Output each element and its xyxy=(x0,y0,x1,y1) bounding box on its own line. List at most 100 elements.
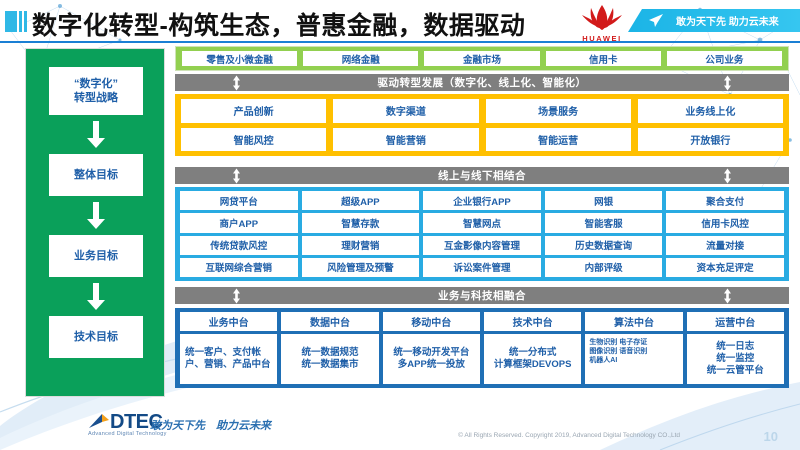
platform-column-4-body[interactable]: 生物识别 电子存证图像识别 语音识别机器人AI xyxy=(585,334,683,384)
online-offline-cell-0-3[interactable]: 网银 xyxy=(544,191,663,211)
drive-cell-0-0-label: 产品创新 xyxy=(233,107,274,119)
online-offline-layer: 网贷平台超级APP 企业银行APP 网银 聚合支付商户APP 智慧存款 智慧网点 智能客服 信… xyxy=(175,187,789,281)
paper-plane-icon xyxy=(649,14,663,27)
sidebar-item-1-label: 整体目标 xyxy=(74,169,118,181)
drive-cell-0-3-label: 业务线上化 xyxy=(685,107,736,119)
business-line-4-label: 公司业务 xyxy=(705,54,744,66)
online-offline-cell-1-1-label: 智慧存款 xyxy=(341,218,380,230)
online-offline-cell-3-1-label: 风险管理及预警 xyxy=(327,263,394,275)
platform-column-0-body[interactable]: 统一客户、支付帐户、营销、产品中台 xyxy=(180,334,278,384)
business-line-0[interactable]: 零售及小微金融 xyxy=(182,51,298,66)
online-offline-cell-2-1[interactable]: 理财营销 xyxy=(301,235,420,255)
online-offline-cell-0-1[interactable]: 超级APP xyxy=(301,191,420,211)
sidebar-item-3[interactable]: 技术目标 xyxy=(49,316,143,358)
page-header: 数字化转型-构筑生态，普惠金融，数据驱动 HUAWEI 敢为天下先 助力云未来 xyxy=(0,0,800,43)
band2-label: 线上与线下相结合 xyxy=(438,170,526,182)
business-line-3[interactable]: 信用卡 xyxy=(545,51,661,66)
platform-column-2-head[interactable]: 移动中台 xyxy=(382,312,480,331)
business-line-1[interactable]: 网络金融 xyxy=(303,51,419,66)
online-offline-cell-2-2-label: 互金影像内容管理 xyxy=(443,241,520,253)
platform-column-2-body[interactable]: 统一移动开发平台多APP统一投放 xyxy=(382,334,480,384)
platform-column-3-head[interactable]: 技术中台 xyxy=(483,312,582,331)
business-line-3-label: 信用卡 xyxy=(588,54,618,66)
online-offline-cell-2-0[interactable]: 传统贷款风控 xyxy=(180,235,298,255)
drive-cell-1-2-label: 智能运营 xyxy=(538,135,579,147)
down-arrow-icon xyxy=(87,283,105,310)
platform-column-1-body[interactable]: 统一数据规范统一数据集市 xyxy=(281,334,379,384)
online-offline-cell-1-4[interactable]: 信用卡风控 xyxy=(666,213,784,233)
online-offline-cell-2-4[interactable]: 流量对接 xyxy=(666,235,784,255)
drive-cell-1-3[interactable]: 开放银行 xyxy=(637,127,783,151)
online-offline-cell-2-0-label: 传统贷款风控 xyxy=(210,241,268,253)
sidebar-item-0-label: “数字化”转型战略 xyxy=(74,78,118,104)
drive-cell-1-1[interactable]: 智能营销 xyxy=(333,127,479,151)
online-offline-cell-3-2[interactable]: 诉讼案件管理 xyxy=(423,257,541,277)
drive-cell-1-0[interactable]: 智能风控 xyxy=(181,127,327,151)
dtec-mark-icon xyxy=(89,414,109,428)
online-offline-cell-1-2[interactable]: 智慧网点 xyxy=(423,213,541,233)
online-offline-row-3: 互联网综合营销 风险管理及预警 诉讼案件管理 内部评级 资本充足评定 xyxy=(180,257,784,277)
platform-column-3-head-label: 技术中台 xyxy=(512,318,553,329)
online-offline-cell-3-0[interactable]: 互联网综合营销 xyxy=(180,257,298,277)
online-offline-cell-1-3-label: 智能客服 xyxy=(584,218,623,230)
strategy-sidebar: “数字化”转型战略 整体目标 业务目标 技术目标 xyxy=(25,48,165,397)
online-offline-cell-2-3[interactable]: 历史数据查询 xyxy=(544,235,663,255)
business-line-2[interactable]: 金融市场 xyxy=(424,51,540,66)
platform-column-5-head[interactable]: 运营中台 xyxy=(686,312,784,331)
drive-cell-1-3-label: 开放银行 xyxy=(690,135,731,147)
online-offline-cell-3-2-label: 诉讼案件管理 xyxy=(453,263,511,275)
drive-cell-0-2[interactable]: 场景服务 xyxy=(485,99,631,123)
platform-column-0: 业务中台统一客户、支付帐户、营销、产品中台 xyxy=(180,312,278,384)
online-offline-cell-1-3[interactable]: 智能客服 xyxy=(544,213,663,233)
platform-column-3-body-label: 统一分布式计算框架DEVOPS xyxy=(493,347,572,370)
online-offline-cell-1-0[interactable]: 商户APP xyxy=(180,213,298,233)
drive-cell-0-1[interactable]: 数字渠道 xyxy=(333,99,479,123)
band1-label: 驱动转型发展（数字化、线上化、智能化） xyxy=(377,77,587,89)
sidebar-item-2[interactable]: 业务目标 xyxy=(49,235,143,277)
drive-cell-0-0[interactable]: 产品创新 xyxy=(181,99,327,123)
online-offline-cell-2-2[interactable]: 互金影像内容管理 xyxy=(423,235,541,255)
platform-column-2-body-label: 统一移动开发平台多APP统一投放 xyxy=(393,347,470,370)
down-arrow-icon xyxy=(87,121,105,148)
online-offline-cell-1-1[interactable]: 智慧存款 xyxy=(301,213,420,233)
page-title: 数字化转型-构筑生态，普惠金融，数据驱动 xyxy=(32,12,526,40)
huawei-logo: HUAWEI xyxy=(578,3,626,43)
platform-column-5: 运营中台统一日志统一监控统一云管平台 xyxy=(686,312,784,384)
platform-column-3-body[interactable]: 统一分布式计算框架DEVOPS xyxy=(483,334,582,384)
online-offline-cell-0-2[interactable]: 企业银行APP xyxy=(423,191,541,211)
online-offline-cell-3-1[interactable]: 风险管理及预警 xyxy=(301,257,420,277)
drive-cell-1-1-label: 智能营销 xyxy=(385,135,426,147)
online-offline-cell-0-0[interactable]: 网贷平台 xyxy=(180,191,298,211)
platform-column-4-head[interactable]: 算法中台 xyxy=(585,312,683,331)
online-offline-cell-2-1-label: 理财营销 xyxy=(341,241,380,253)
header-divider xyxy=(0,41,800,43)
platform-layer: 业务中台统一客户、支付帐户、营销、产品中台 数据中台统一数据规范统一数据集市 移动中… xyxy=(175,308,789,388)
drive-cell-1-2[interactable]: 智能运营 xyxy=(485,127,631,151)
double-arrow-icon xyxy=(724,168,731,183)
online-offline-cell-0-4[interactable]: 聚合支付 xyxy=(666,191,784,211)
platform-column-1-head[interactable]: 数据中台 xyxy=(281,312,379,331)
platform-column-0-head[interactable]: 业务中台 xyxy=(180,312,278,331)
drive-cell-1-0-label: 智能风控 xyxy=(233,135,274,147)
page-footer: DTEC Advanced Digital Technology 敢为天下先 助… xyxy=(0,395,800,450)
online-offline-row-1: 商户APP 智慧存款 智慧网点 智能客服 信用卡风控 xyxy=(180,213,784,233)
online-offline-cell-3-4[interactable]: 资本充足评定 xyxy=(666,257,784,277)
online-offline-cell-0-2-label: 企业银行APP xyxy=(453,196,511,208)
online-offline-cell-3-4-label: 资本充足评定 xyxy=(696,263,754,275)
platform-column-1-head-label: 数据中台 xyxy=(309,318,350,329)
platform-column-5-body[interactable]: 统一日志统一监控统一云管平台 xyxy=(686,334,784,384)
drive-row-1: 智能风控 智能营销 智能运营 开放银行 xyxy=(181,127,783,151)
huawei-flower-icon xyxy=(582,5,622,30)
business-line-4[interactable]: 公司业务 xyxy=(666,51,783,66)
footer-slogan: 敢为天下先 助力云未来 xyxy=(150,420,271,432)
drive-cell-0-3[interactable]: 业务线上化 xyxy=(637,99,783,123)
band-business-tech-fusion: 业务与科技相融合 xyxy=(175,287,789,304)
sidebar-item-0[interactable]: “数字化”转型战略 xyxy=(49,67,143,115)
sidebar-item-1[interactable]: 整体目标 xyxy=(49,154,143,196)
platform-column-5-body-label: 统一日志统一监控统一云管平台 xyxy=(706,341,764,376)
online-offline-cell-3-3[interactable]: 内部评级 xyxy=(544,257,663,277)
online-offline-cell-2-4-label: 流量对接 xyxy=(706,241,745,253)
platform-column-2-head-label: 移动中台 xyxy=(411,318,452,329)
platform-column-0-body-label: 统一客户、支付帐户、营销、产品中台 xyxy=(185,347,271,370)
online-offline-cell-0-3-label: 网银 xyxy=(594,196,614,208)
